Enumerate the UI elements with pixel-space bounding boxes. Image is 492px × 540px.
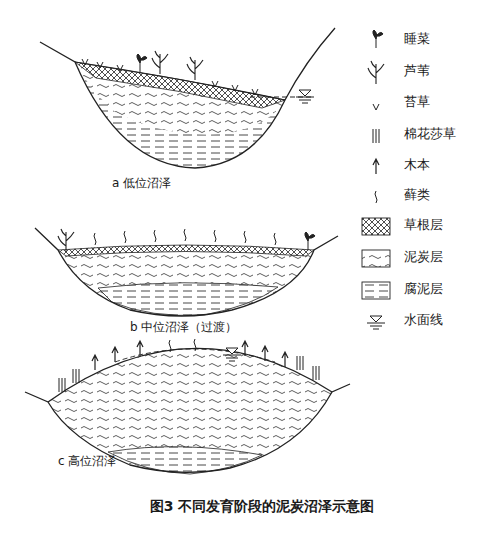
legend-label: 泥炭层 bbox=[404, 249, 443, 265]
stage-label: b 中位沼泽（过渡） bbox=[130, 320, 237, 334]
legend-label: 苔草 bbox=[404, 94, 430, 110]
legend-label: 水面线 bbox=[404, 312, 443, 328]
legend-label: 木本 bbox=[404, 157, 430, 173]
figure-caption: 图3 不同发育阶段的泥炭沼泽示意图 bbox=[150, 498, 375, 515]
stage-label: c 高位沼泽 bbox=[58, 454, 116, 468]
legend-label: 腐泥层 bbox=[404, 281, 443, 297]
stage-label: a 低位沼泽 bbox=[112, 176, 171, 190]
legend-label: 棉花莎草 bbox=[404, 126, 456, 142]
legend-label: 藓类 bbox=[404, 187, 430, 203]
legend-label: 睡菜 bbox=[404, 31, 430, 47]
legend-label: 草根层 bbox=[404, 217, 443, 233]
legend-label: 芦苇 bbox=[404, 63, 430, 79]
